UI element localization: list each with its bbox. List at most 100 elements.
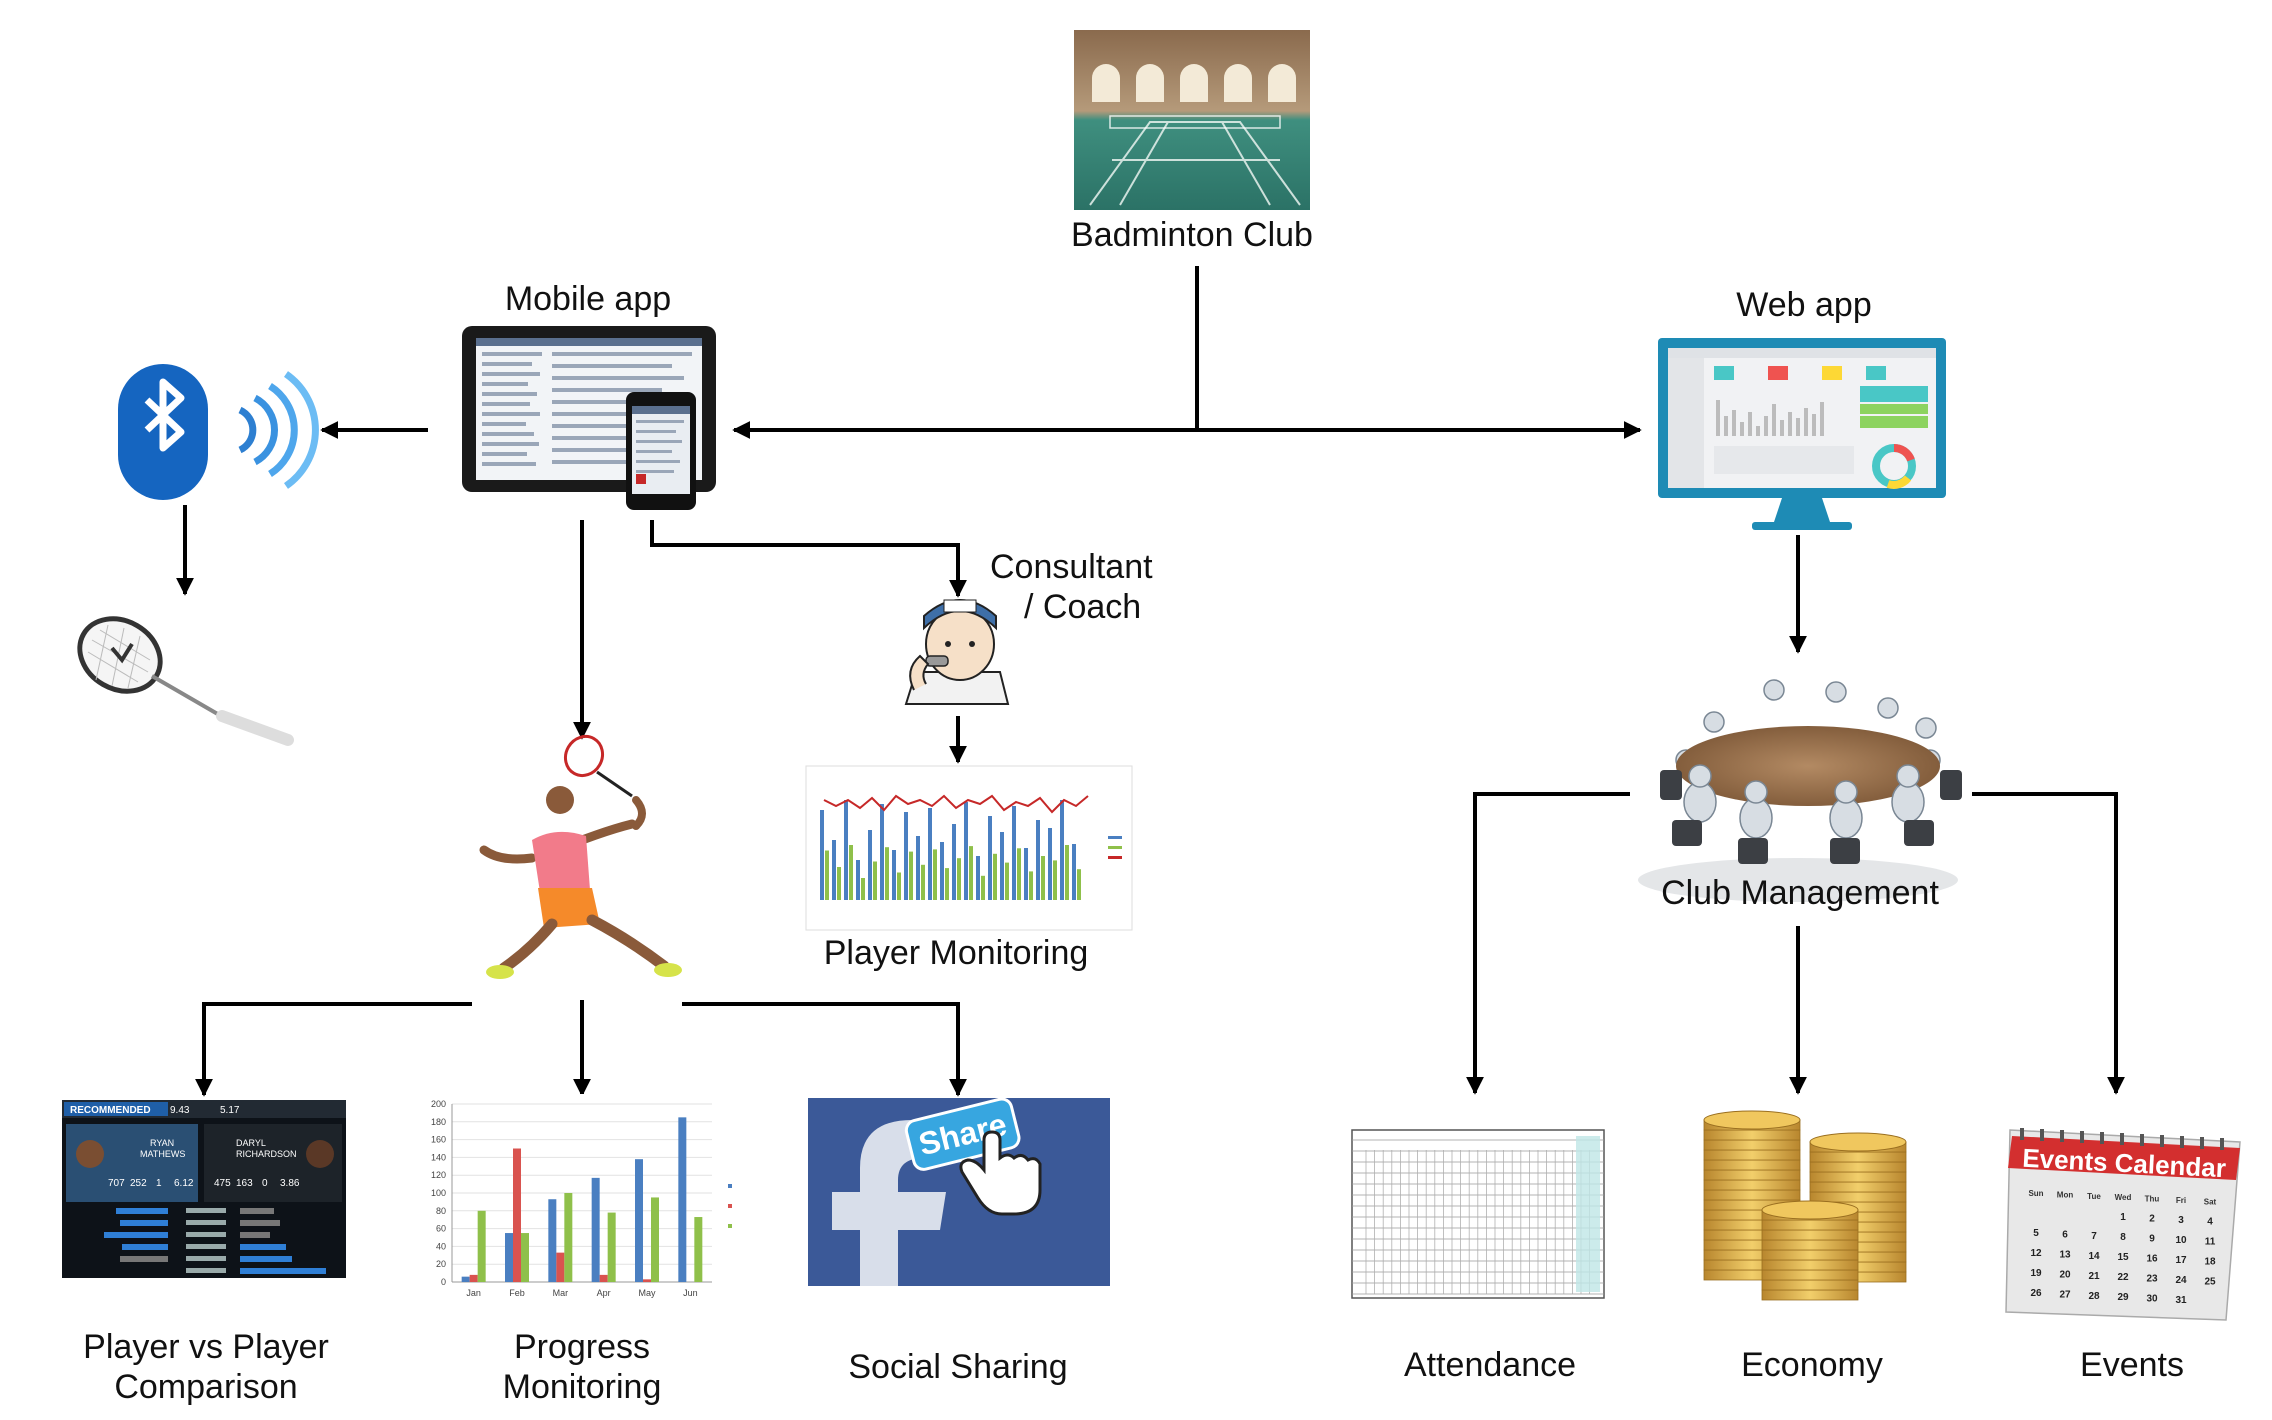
calendar-date: 22 [2117, 1272, 2129, 1283]
y-tick-label: 120 [431, 1170, 446, 1180]
calendar-date: 14 [2088, 1251, 2100, 1262]
monitor-bar [868, 830, 872, 900]
monitor-bar [1048, 828, 1052, 900]
compare-p2-first: DARYL [236, 1138, 266, 1148]
monitor-bar [897, 872, 901, 900]
monitor-bar [1072, 844, 1076, 900]
coin-top [1761, 1200, 1859, 1220]
monitor-bar [964, 802, 968, 900]
calendar-date: 8 [2120, 1232, 2126, 1243]
monitor-bar [1065, 845, 1069, 900]
y-tick-label: 0 [441, 1277, 446, 1287]
calendar-date: 30 [2146, 1294, 2158, 1305]
y-tick-label: 140 [431, 1152, 446, 1162]
coin [1809, 1181, 1907, 1193]
x-tick-label: Jun [683, 1288, 698, 1298]
events-label: Events [2080, 1346, 2184, 1384]
monitor-bar [856, 860, 860, 900]
y-tick-label: 60 [436, 1224, 446, 1234]
monitor-bar [873, 861, 877, 900]
calendar-date: 24 [2175, 1275, 2187, 1286]
monitor-bar [952, 824, 956, 900]
monitor-bar [916, 836, 920, 900]
monitor-bar [928, 808, 932, 900]
calendar-weekday: Sat [2204, 1197, 2217, 1206]
calendar-date: 11 [2205, 1236, 2216, 1247]
coin [1761, 1279, 1859, 1291]
monitor-bar [909, 851, 913, 900]
monitor-bar [969, 846, 973, 900]
monitor-bar [1000, 832, 1004, 900]
calendar-date: 16 [2146, 1254, 2158, 1265]
coin [1703, 1149, 1801, 1161]
calendar-date: 10 [2175, 1235, 2187, 1246]
monitor-bar [832, 840, 836, 900]
calendar-date: 9 [2149, 1234, 2155, 1245]
economy-label: Economy [1741, 1346, 1883, 1384]
calendar-weekday: Wed [2115, 1193, 2132, 1202]
round-table-meeting-icon [1638, 679, 1962, 902]
coin-top [1809, 1132, 1907, 1152]
spreadsheet-icon [1351, 1129, 1605, 1299]
bar [635, 1159, 643, 1282]
y-tick-label: 200 [431, 1099, 446, 1109]
monitor-bar [1041, 856, 1045, 900]
badminton-racket-icon [77, 616, 294, 746]
y-tick-label: 100 [431, 1188, 446, 1198]
edge-mgmt-attendance [1466, 792, 1630, 1095]
mobile-label: Mobile app [505, 280, 671, 318]
calendar-weekday: Fri [2176, 1196, 2186, 1205]
gold-coins-icon [1703, 1110, 1907, 1301]
x-tick-label: Apr [597, 1288, 611, 1298]
monitor-bar [940, 842, 944, 900]
monitor-bar [921, 864, 925, 900]
bar [505, 1233, 513, 1282]
calendar-date: 5 [2033, 1228, 2039, 1239]
compare-p1-stat: 707 [108, 1178, 125, 1189]
monitor-bar [1005, 862, 1009, 900]
monitoring-bars [820, 800, 1081, 900]
x-tick-label: Feb [509, 1288, 525, 1298]
monitor-bar [945, 868, 949, 900]
bluetooth-signal-icon [118, 364, 319, 500]
coin [1703, 1159, 1801, 1171]
monitor-bar [1029, 871, 1033, 900]
monitoring-label: Player Monitoring [824, 934, 1089, 972]
calendar-date: 23 [2146, 1274, 2158, 1285]
club-management-label: Club Management [1661, 874, 1939, 912]
tablet-and-phone-icon [462, 326, 716, 510]
monitor-bar [1036, 820, 1040, 900]
monitor-bar [993, 853, 997, 900]
calendar-date: 25 [2204, 1276, 2216, 1287]
coin [1761, 1229, 1859, 1241]
bar [461, 1276, 470, 1282]
monitor-bar [1024, 848, 1028, 900]
coin [1703, 1169, 1801, 1181]
compare-p1-stat: 1 [156, 1178, 162, 1189]
y-tick-label: 160 [431, 1135, 446, 1145]
monitor-bar [885, 847, 889, 900]
bar [643, 1279, 651, 1282]
attendance-label: Attendance [1404, 1346, 1576, 1384]
calendar-date: 28 [2088, 1291, 2100, 1302]
monitor-bar [1077, 869, 1081, 900]
coach-label-line2: / Coach [1024, 588, 1141, 626]
compare-p1-stat: 252 [130, 1178, 147, 1189]
coin [1809, 1191, 1907, 1203]
compare-tag: RECOMMENDED [70, 1105, 151, 1116]
coach-label-line1: Consultant [990, 548, 1153, 586]
x-tick-label: Mar [553, 1288, 569, 1298]
calendar-weekday: Tue [2087, 1192, 2101, 1201]
monitor-bar [988, 816, 992, 900]
badminton-court-photo-icon [1074, 30, 1310, 210]
progress-label-line1: Progress [514, 1328, 650, 1366]
monitor-bar [1060, 800, 1064, 900]
calendar-date: 26 [2030, 1288, 2042, 1299]
compare-p2-stat: 3.86 [280, 1178, 300, 1189]
attendance-grid [1352, 1139, 1604, 1295]
coin [1761, 1269, 1859, 1281]
calendar-date: 17 [2175, 1255, 2187, 1266]
